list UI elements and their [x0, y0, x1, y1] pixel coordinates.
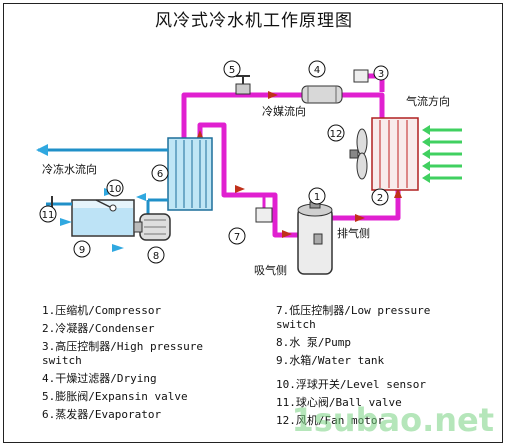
component-markers — [39, 60, 389, 264]
legend-item: 11.球心阀/Ball valve — [276, 396, 402, 409]
marker-12 — [327, 124, 345, 142]
marker-4-label: 4 — [314, 65, 320, 76]
flow-arrow — [235, 185, 245, 193]
water-tank — [71, 199, 135, 237]
pipe-top — [181, 92, 385, 150]
marker-2 — [371, 188, 389, 206]
marker-11 — [39, 205, 57, 223]
legend-item: 1.压缩机/Compressor — [42, 304, 162, 317]
water-pump — [133, 213, 171, 241]
flow-arrow — [394, 188, 402, 198]
legend-item: 9.水箱/Water tank — [276, 354, 385, 367]
legend-item: 3.高压控制器/High pressure switch — [42, 340, 203, 367]
marker-3-label: 3 — [378, 69, 384, 80]
chilled-water-flow-label: 冷冻水流向 — [42, 163, 97, 176]
marker-5-label: 5 — [229, 65, 235, 76]
watermark: 1subao.net — [291, 401, 494, 439]
drying-filter — [301, 85, 343, 104]
marker-7 — [228, 227, 246, 245]
marker-6 — [151, 164, 169, 182]
legend-item: 8.水 泵/Pump — [276, 336, 351, 349]
discharge-side-label: 排气侧 — [337, 227, 370, 240]
legend-item: 5.膨胀阀/Expansin valve — [42, 390, 188, 403]
suction-side-label: 吸气侧 — [254, 264, 287, 277]
airflow-direction-label: 气流方向 — [406, 95, 450, 108]
marker-7-label: 7 — [234, 232, 240, 243]
flow-arrow — [268, 91, 278, 99]
high-pressure-switch — [353, 69, 369, 83]
legend-item: 6.蒸发器/Evaporator — [42, 408, 162, 421]
marker-1-label: 1 — [314, 192, 320, 203]
chilled-water-line — [36, 144, 168, 215]
pipe-suction — [197, 122, 298, 238]
marker-6-label: 6 — [157, 169, 163, 180]
expansion-valve — [235, 75, 251, 95]
compressor — [297, 201, 333, 275]
marker-8 — [147, 246, 165, 264]
airflow-arrows — [422, 125, 462, 183]
refrigerant-flow-label: 冷媒流向 — [262, 105, 306, 118]
refrigerant-pipes — [181, 73, 401, 238]
marker-2-label: 2 — [377, 193, 383, 204]
pipe-discharge — [330, 190, 401, 221]
marker-11-label: 11 — [42, 210, 55, 221]
flow-arrow — [282, 230, 292, 238]
marker-1 — [308, 187, 326, 205]
marker-9 — [73, 240, 91, 258]
legend-left: 1.压缩机/Compressor 2.冷凝器/Condenser 3.高压控制器… — [42, 304, 242, 422]
marker-12-label: 12 — [330, 129, 343, 140]
evaporator — [167, 137, 213, 211]
marker-10 — [106, 179, 124, 197]
condenser — [371, 117, 419, 191]
legend-item: 4.干燥过滤器/Drying — [42, 372, 157, 385]
legend-right: 7.低压控制器/Low pressure switch 8.水 泵/Pump 9… — [276, 304, 476, 428]
legend-item: 7.低压控制器/Low pressure switch — [276, 304, 431, 331]
marker-4 — [308, 60, 326, 78]
marker-9-label: 9 — [79, 245, 85, 256]
fan-motor — [349, 128, 368, 180]
flow-arrow — [355, 214, 365, 222]
low-pressure-switch — [255, 207, 273, 223]
marker-5 — [223, 60, 241, 78]
diagram-title: 风冷式冷水机工作原理图 — [155, 11, 353, 31]
marker-3 — [373, 65, 389, 81]
legend-item: 10.浮球开关/Level sensor — [276, 378, 426, 391]
marker-10-label: 10 — [109, 184, 122, 195]
legend-item: 2.冷凝器/Condenser — [42, 322, 155, 335]
marker-8-label: 8 — [153, 251, 159, 262]
legend-item: 12.风机/Fan motor — [276, 414, 385, 427]
